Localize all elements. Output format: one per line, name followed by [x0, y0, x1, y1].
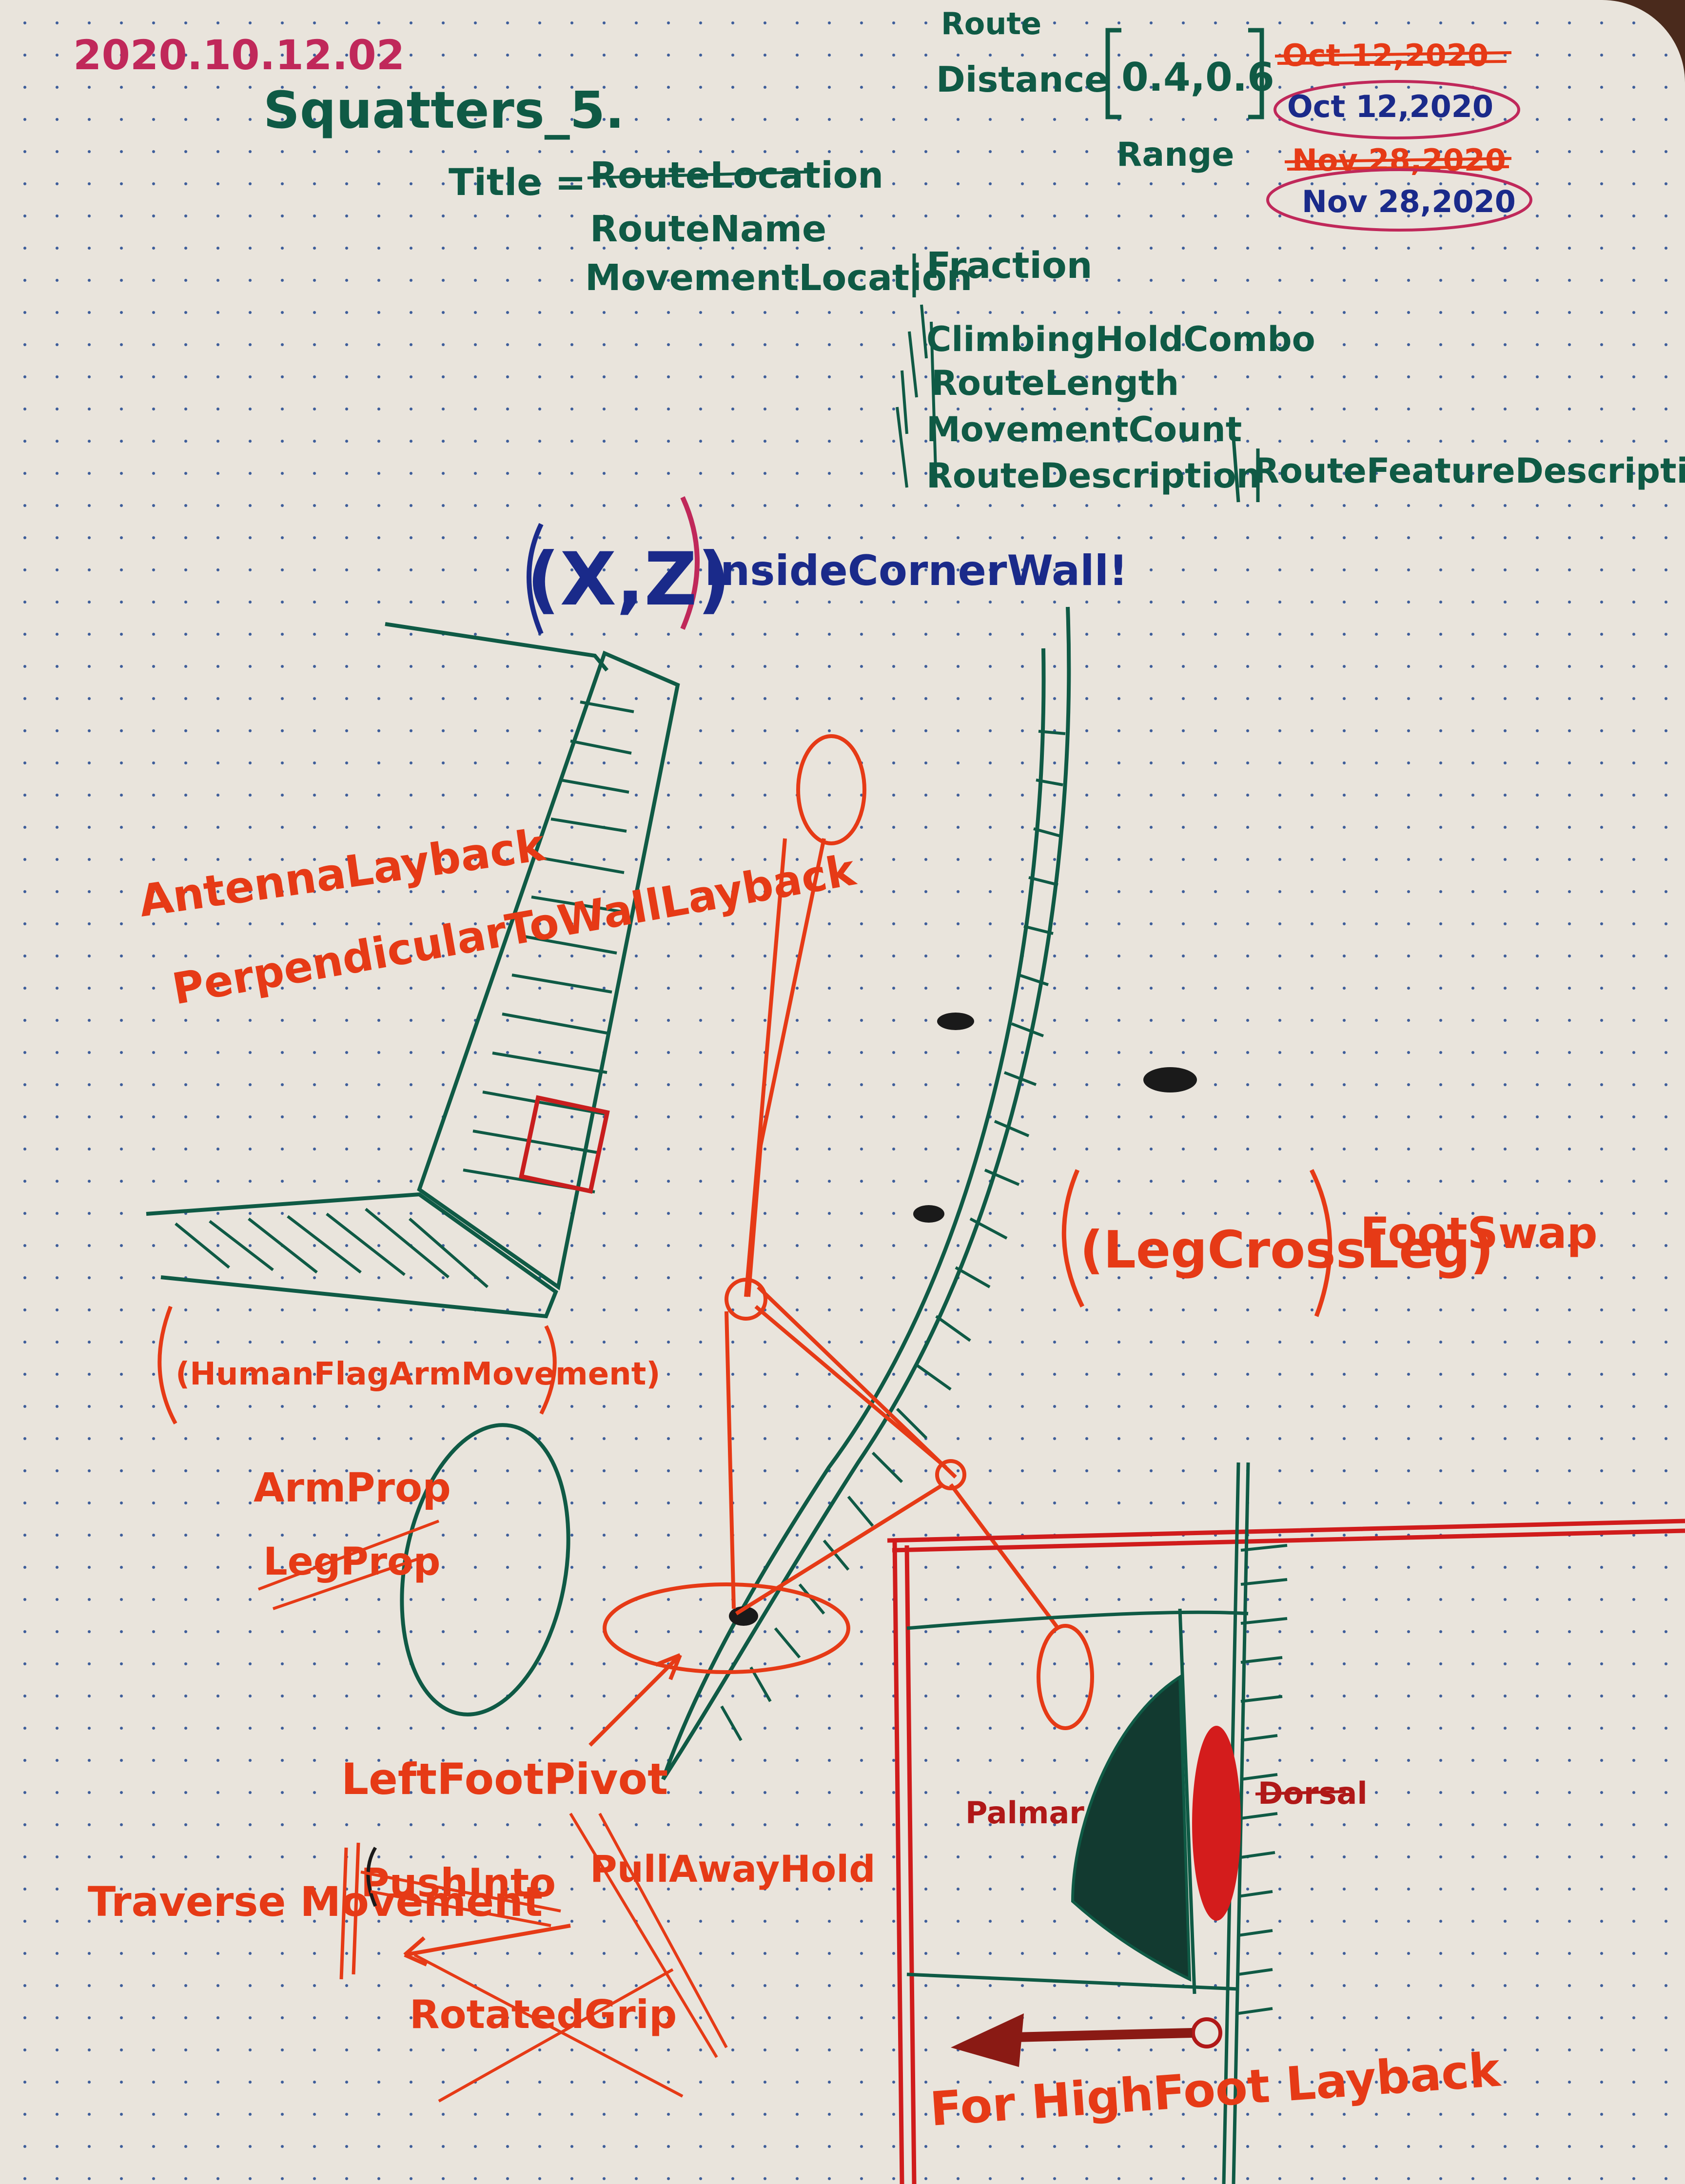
hold-icon: [913, 1205, 944, 1223]
strikethrough-line: [587, 170, 820, 179]
route-feature-description-field: RouteFeatureDescription: [1253, 451, 1685, 491]
sub-field-list: [896, 304, 938, 488]
arrow-head-icon: [403, 1924, 571, 1967]
date-code: 2020.10.12.02: [73, 31, 405, 79]
date-list: Oct 12,2020 Oct 12,2020 Nov 28,2020 Nov …: [1266, 38, 1532, 232]
knee-joint: [935, 1459, 966, 1490]
foot-swap-label: FootSwap: [1360, 1208, 1598, 1258]
hand-oval: [796, 734, 866, 845]
date-entry: Nov 28,2020: [1302, 184, 1516, 219]
strikethrough-line: [257, 1520, 440, 1610]
sub-field: RouteLength: [931, 363, 1179, 403]
wall-hatching: [175, 701, 634, 1288]
strikethrough-line: [360, 1871, 561, 1927]
page-title: Squatters_5.: [263, 80, 625, 140]
traverse-label: Traverse Movement: [88, 1878, 543, 1926]
direction-arrow: [994, 2028, 1193, 2043]
hold-icon: [937, 1013, 974, 1030]
date-circle: [1274, 80, 1520, 139]
pivot-arrow: [588, 1654, 682, 1747]
palmar-label: Palmar: [965, 1795, 1084, 1831]
teal-oval: [400, 1423, 570, 1716]
route-name-field: RouteName: [590, 208, 826, 250]
palmar-shape: [1071, 1674, 1192, 1982]
pivot-oval: [603, 1582, 850, 1674]
distance-values: 0.4,0.6: [1121, 55, 1274, 100]
date-circle: [1266, 168, 1532, 232]
sub-field: ClimbingHoldCombo: [926, 319, 1315, 359]
hold-square: [518, 1095, 610, 1194]
date-entry: Oct 12,2020: [1287, 89, 1493, 124]
fraction-field: Fraction: [926, 245, 1092, 287]
leg-cross-group: (LegCrossLeg) FootSwap: [1061, 1169, 1598, 1317]
left-foot-pivot-label: LeftFootPivot: [341, 1754, 668, 1804]
arrow-head-icon: [655, 1653, 682, 1680]
field-separator: [1232, 438, 1260, 503]
strikethrough-line: [569, 1813, 728, 2058]
range-label: Range: [1117, 136, 1234, 174]
distance-label: Distance: [936, 59, 1108, 100]
pull-away-hold-label: PullAwayHold: [590, 1847, 876, 1891]
hold-icon: [729, 1606, 758, 1626]
push-pull-group: PushInto PullAwayHold RotatedGrip: [360, 1813, 876, 2103]
rotated-grip-label: RotatedGrip: [410, 1992, 677, 2037]
leg-cross-label: (LegCrossLeg): [1080, 1220, 1494, 1280]
arm-prop-label: ArmProp: [254, 1465, 451, 1511]
push-into-label: PushInto: [361, 1860, 556, 1906]
anchor-circle: [1191, 2017, 1222, 2048]
climber-figure: [603, 734, 1094, 1730]
human-flag-label: (HumanFlagArmMovement): [176, 1356, 661, 1392]
field-separator: [339, 1842, 360, 1980]
dorsal-shape: [1192, 1726, 1241, 1921]
inset-detail: Palmar Dorsal For HighFoot Layback: [887, 1462, 1685, 2184]
wall-label: InsideCornerWall!: [705, 546, 1128, 595]
strikethrough-line: [1255, 1790, 1346, 1795]
inset-top-border: [887, 1519, 1685, 1553]
inset-left-border: [892, 1540, 917, 2184]
arete-wall: [661, 606, 1071, 1781]
strikethrough-line: [1274, 51, 1512, 65]
inside-corner-wall: [146, 622, 680, 1319]
hold-icon: [1143, 1067, 1197, 1092]
hip-joint: [725, 1278, 767, 1321]
movement-location-field: MovementLocation: [585, 257, 972, 299]
climbing-holds: [729, 1013, 1197, 1626]
coordinate-label: (X,Z) InsideCornerWall!: [527, 496, 1128, 635]
paren-left: [527, 523, 544, 635]
foot-oval: [1037, 1624, 1094, 1730]
sub-field: MovementCount: [926, 410, 1242, 449]
human-flag-group: (HumanFlagArmMovement): [157, 1306, 661, 1424]
arete-hatching: [720, 730, 1066, 1741]
title-prefix: Title =: [449, 160, 586, 204]
distance-bracket: [1105, 28, 1264, 119]
strikethrough-line: [1284, 157, 1512, 171]
route-label: Route: [941, 6, 1041, 41]
sub-field: RouteDescription: [926, 456, 1261, 496]
strikethrough-line: [413, 1953, 684, 2103]
paren-right: [680, 496, 700, 630]
arrow-head-icon: [951, 2013, 1024, 2067]
coordinate-text: (X,Z): [527, 537, 731, 622]
